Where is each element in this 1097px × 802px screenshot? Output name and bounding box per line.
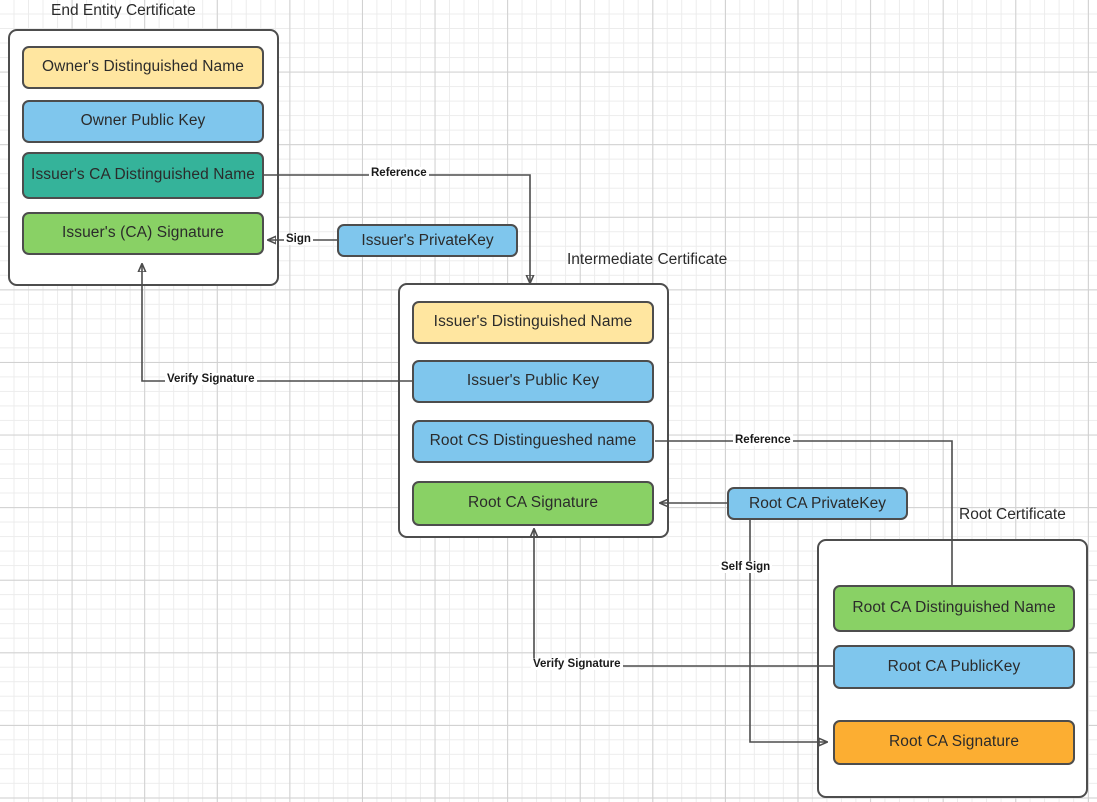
intermediate-field-issuer-distinguished-name[interactable]: Issuer's Distinguished Name (412, 301, 654, 344)
edge-label-sign: Sign (284, 233, 313, 245)
intermediate-field-issuer-public-key[interactable]: Issuer's Public Key (412, 360, 654, 403)
end-entity-field-issuer-ca-signature[interactable]: Issuer's (CA) Signature (22, 212, 264, 255)
end-entity-field-issuer-ca-distinguished-name[interactable]: Issuer's CA Distinguished Name (22, 152, 264, 199)
root-field-root-ca-public-key[interactable]: Root CA PublicKey (833, 645, 1075, 689)
end-entity-field-owner-distinguished-name[interactable]: Owner's Distinguished Name (22, 46, 264, 89)
root-field-root-ca-signature[interactable]: Root CA Signature (833, 720, 1075, 765)
title-root-certificate: Root Certificate (959, 506, 1066, 523)
title-intermediate-certificate: Intermediate Certificate (567, 251, 728, 268)
edge-label-reference-bottom: Reference (733, 434, 793, 446)
edge-label-reference-top: Reference (369, 167, 429, 179)
title-end-entity-certificate: End Entity Certificate (51, 2, 196, 19)
issuer-private-key-box[interactable]: Issuer's PrivateKey (337, 224, 518, 257)
edge-label-self-sign: Self Sign (719, 561, 773, 573)
intermediate-field-root-ca-signature[interactable]: Root CA Signature (412, 481, 654, 526)
end-entity-field-owner-public-key[interactable]: Owner Public Key (22, 100, 264, 143)
edge-label-verify-signature-top: Verify Signature (165, 373, 257, 385)
edge-label-verify-signature-bottom: Verify Signature (531, 658, 623, 670)
intermediate-field-root-cs-distingueshed-name[interactable]: Root CS Distingueshed name (412, 420, 654, 463)
root-ca-private-key-box[interactable]: Root CA PrivateKey (727, 487, 908, 520)
root-field-root-ca-distinguished-name[interactable]: Root CA Distinguished Name (833, 585, 1075, 632)
